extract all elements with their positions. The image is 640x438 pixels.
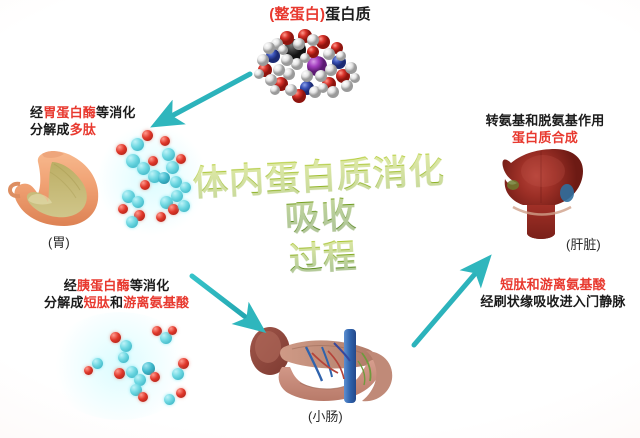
annotation-absorption: 短肽和游离氨基酸 经刷状缘吸收进入门静脉 (466, 276, 640, 310)
liver-figure (497, 143, 605, 239)
annotation-pancreas-digestion: 经胰蛋白酶等消化 分解成短肽和游离氨基酸 (44, 277, 189, 311)
top-title-paren-open: ( (269, 6, 275, 23)
arrow-peptides-to-intestine (189, 273, 267, 333)
annotation-line: 经刷状缘吸收进入门静脉 (480, 294, 626, 309)
liver-label: (肝脏) (566, 237, 601, 252)
stomach-figure (7, 148, 120, 232)
annotation-stomach-digestion: 经胃蛋白酶等消化 分解成多肽 (30, 104, 136, 138)
annotation-line: 经胃蛋白酶等消化 (30, 105, 136, 120)
annotation-line: 分解成多肽 (30, 122, 97, 137)
center-title: 体内蛋白质消化吸收 过程 (183, 151, 459, 285)
protein-molecule-figure (243, 26, 373, 108)
arrow-protein-to-stomach (150, 71, 253, 128)
peptide-molecule-cluster (98, 122, 206, 238)
center-title-line1: 体内蛋白质消化吸收 (183, 151, 457, 245)
annotation-liver-metabolism: 转氨基和脱氨基作用 蛋白质合成 (470, 112, 620, 146)
annotation-line: 转氨基和脱氨基作用 (485, 113, 605, 128)
annotation-line: 短肽和游离氨基酸 (500, 277, 606, 292)
annotation-line: 经胰蛋白酶等消化 (63, 278, 170, 293)
center-title-line2: 过程 (187, 231, 459, 285)
small-intestine-label: (小肠) (308, 409, 343, 424)
top-title-paren-close: ) (320, 6, 326, 23)
free-amino-acid-cluster (46, 312, 194, 420)
top-title-rest: 蛋白质 (325, 6, 371, 23)
annotation-line: 蛋白质合成 (511, 130, 578, 145)
small-intestine-figure (246, 321, 398, 409)
annotation-line: 分解成短肽和游离氨基酸 (44, 295, 190, 310)
stomach-label: (胃) (48, 235, 70, 250)
top-title: (整蛋白)蛋白质 (0, 6, 640, 23)
top-title-highlight: 整蛋白 (274, 6, 320, 23)
